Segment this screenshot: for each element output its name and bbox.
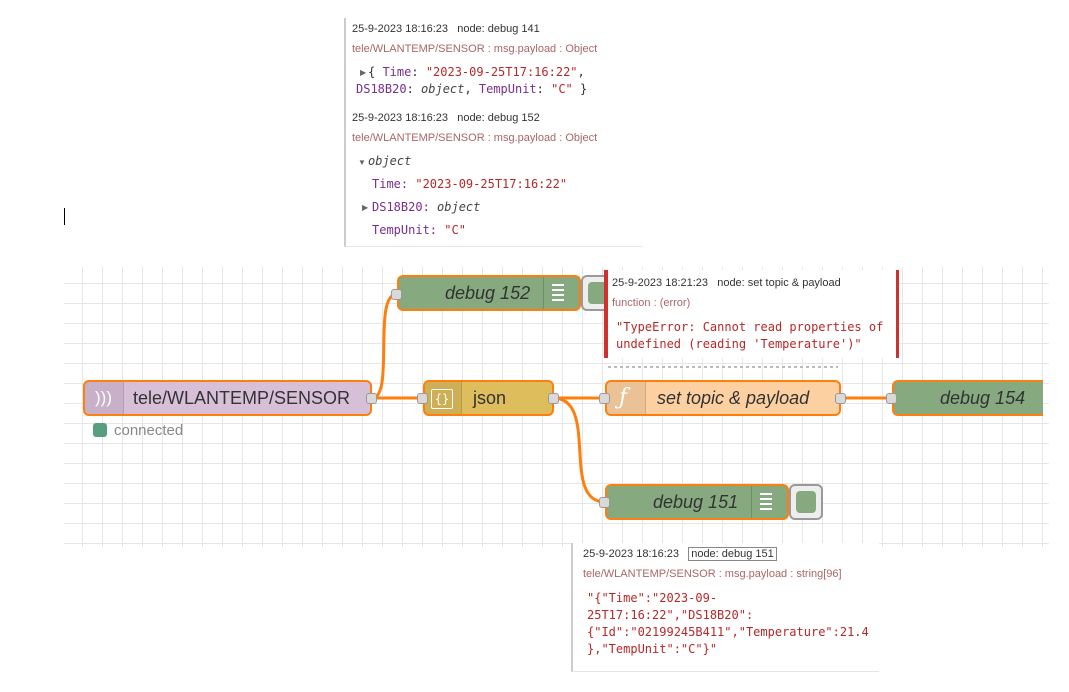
debug-topic: tele/WLANTEMP/SENSOR : msg.payload : Obj…	[352, 43, 598, 55]
debug-151-input-port[interactable]	[599, 497, 610, 508]
debug-field-time: Time: "2023-09-25T17:16:22"	[372, 177, 568, 191]
debug-field-tempunit: TempUnit: "C"	[372, 223, 466, 237]
hidden-panel-edge	[608, 358, 838, 370]
debug-154-input-port[interactable]	[886, 393, 897, 404]
debug-node-label: debug 152	[445, 283, 531, 303]
json-braces-icon: {}	[431, 389, 453, 409]
debug-error-text: "TypeError: Cannot read properties of un…	[616, 320, 884, 351]
debug-timestamp: 25-9-2023 18:16:23	[583, 548, 680, 560]
function-icon: ƒ	[619, 385, 628, 410]
debug-field-ds18b20[interactable]: DS18B20: object	[372, 200, 481, 214]
debug-node-name[interactable]: node: debug 152	[457, 112, 540, 124]
json-output-port[interactable]	[548, 393, 559, 404]
debug-151-node[interactable]: debug 151	[605, 484, 789, 520]
mqtt-output-port[interactable]	[366, 393, 377, 404]
debug-topic: tele/WLANTEMP/SENSOR : msg.payload : Obj…	[352, 132, 598, 144]
status-text: connected	[114, 422, 184, 439]
debug-error-message: 25-9-2023 18:21:23 node: set topic & pay…	[604, 270, 899, 358]
debug-node-label: debug 151	[653, 492, 739, 512]
debug-timestamp: 25-9-2023 18:21:23	[612, 277, 709, 289]
debug-message-151: 25-9-2023 18:16:23 node: debug 151 tele/…	[571, 543, 879, 672]
mqtt-signal-icon: )))	[95, 388, 112, 407]
debug-node-name[interactable]: node: debug 151	[688, 547, 777, 561]
debug-node-label: debug 154	[940, 388, 1026, 408]
expand-triangle-icon[interactable]: ▶	[362, 203, 369, 212]
debug-timestamp: 25-9-2023 18:16:23	[352, 112, 449, 124]
json-icon-box: {}	[425, 382, 462, 414]
debug-timestamp: 25-9-2023 18:16:23	[352, 23, 449, 35]
mqtt-in-node[interactable]: ))) tele/WLANTEMP/SENSOR	[83, 380, 372, 416]
debug-152-input-port[interactable]	[391, 289, 402, 300]
json-node[interactable]: {} json	[423, 380, 554, 416]
status-dot-icon	[93, 423, 107, 437]
debug-154-clip: debug 154	[886, 370, 1043, 430]
debug-topic: function : (error)	[612, 297, 691, 309]
mqtt-node-label: tele/WLANTEMP/SENSOR	[133, 388, 351, 408]
json-input-port[interactable]	[417, 393, 428, 404]
expand-triangle-icon[interactable]: ▶	[360, 68, 367, 77]
function-node[interactable]: ƒ set topic & payload	[605, 380, 841, 416]
debug-payload-string: "{"Time":"2023-09- 25T17:16:22","DS18B20…	[587, 591, 869, 656]
debug-payload-summary[interactable]: { Time: "2023-09-25T17:16:22",	[368, 65, 585, 79]
debug-151-toggle-button[interactable]	[789, 484, 823, 520]
debug-list-icon	[751, 486, 790, 518]
debug-152-node[interactable]: debug 152	[397, 275, 581, 311]
debug-node-name[interactable]: node: set topic & payload	[717, 277, 841, 289]
debug-object-root[interactable]: object	[368, 154, 412, 168]
debug-message-152: 25-9-2023 18:16:23 node: debug 152 tele/…	[344, 106, 642, 247]
debug-payload-summary-line2[interactable]: DS18B20: object, TempUnit: "C" }	[356, 82, 588, 96]
debug-message-141: 25-9-2023 18:16:23 node: debug 141 tele/…	[344, 18, 642, 107]
text-cursor	[64, 208, 65, 225]
function-output-port[interactable]	[835, 393, 846, 404]
debug-154-node[interactable]: debug 154	[892, 380, 1043, 416]
debug-node-name[interactable]: node: debug 141	[457, 23, 540, 35]
json-node-label: json	[473, 388, 507, 408]
function-input-port[interactable]	[599, 393, 610, 404]
debug-topic: tele/WLANTEMP/SENSOR : msg.payload : str…	[583, 568, 842, 580]
function-icon-box: ƒ	[607, 382, 646, 414]
function-node-label: set topic & payload	[657, 388, 810, 408]
debug-list-icon	[543, 277, 582, 309]
collapse-triangle-icon[interactable]: ▼	[358, 158, 366, 167]
mqtt-icon-box: )))	[85, 382, 124, 414]
